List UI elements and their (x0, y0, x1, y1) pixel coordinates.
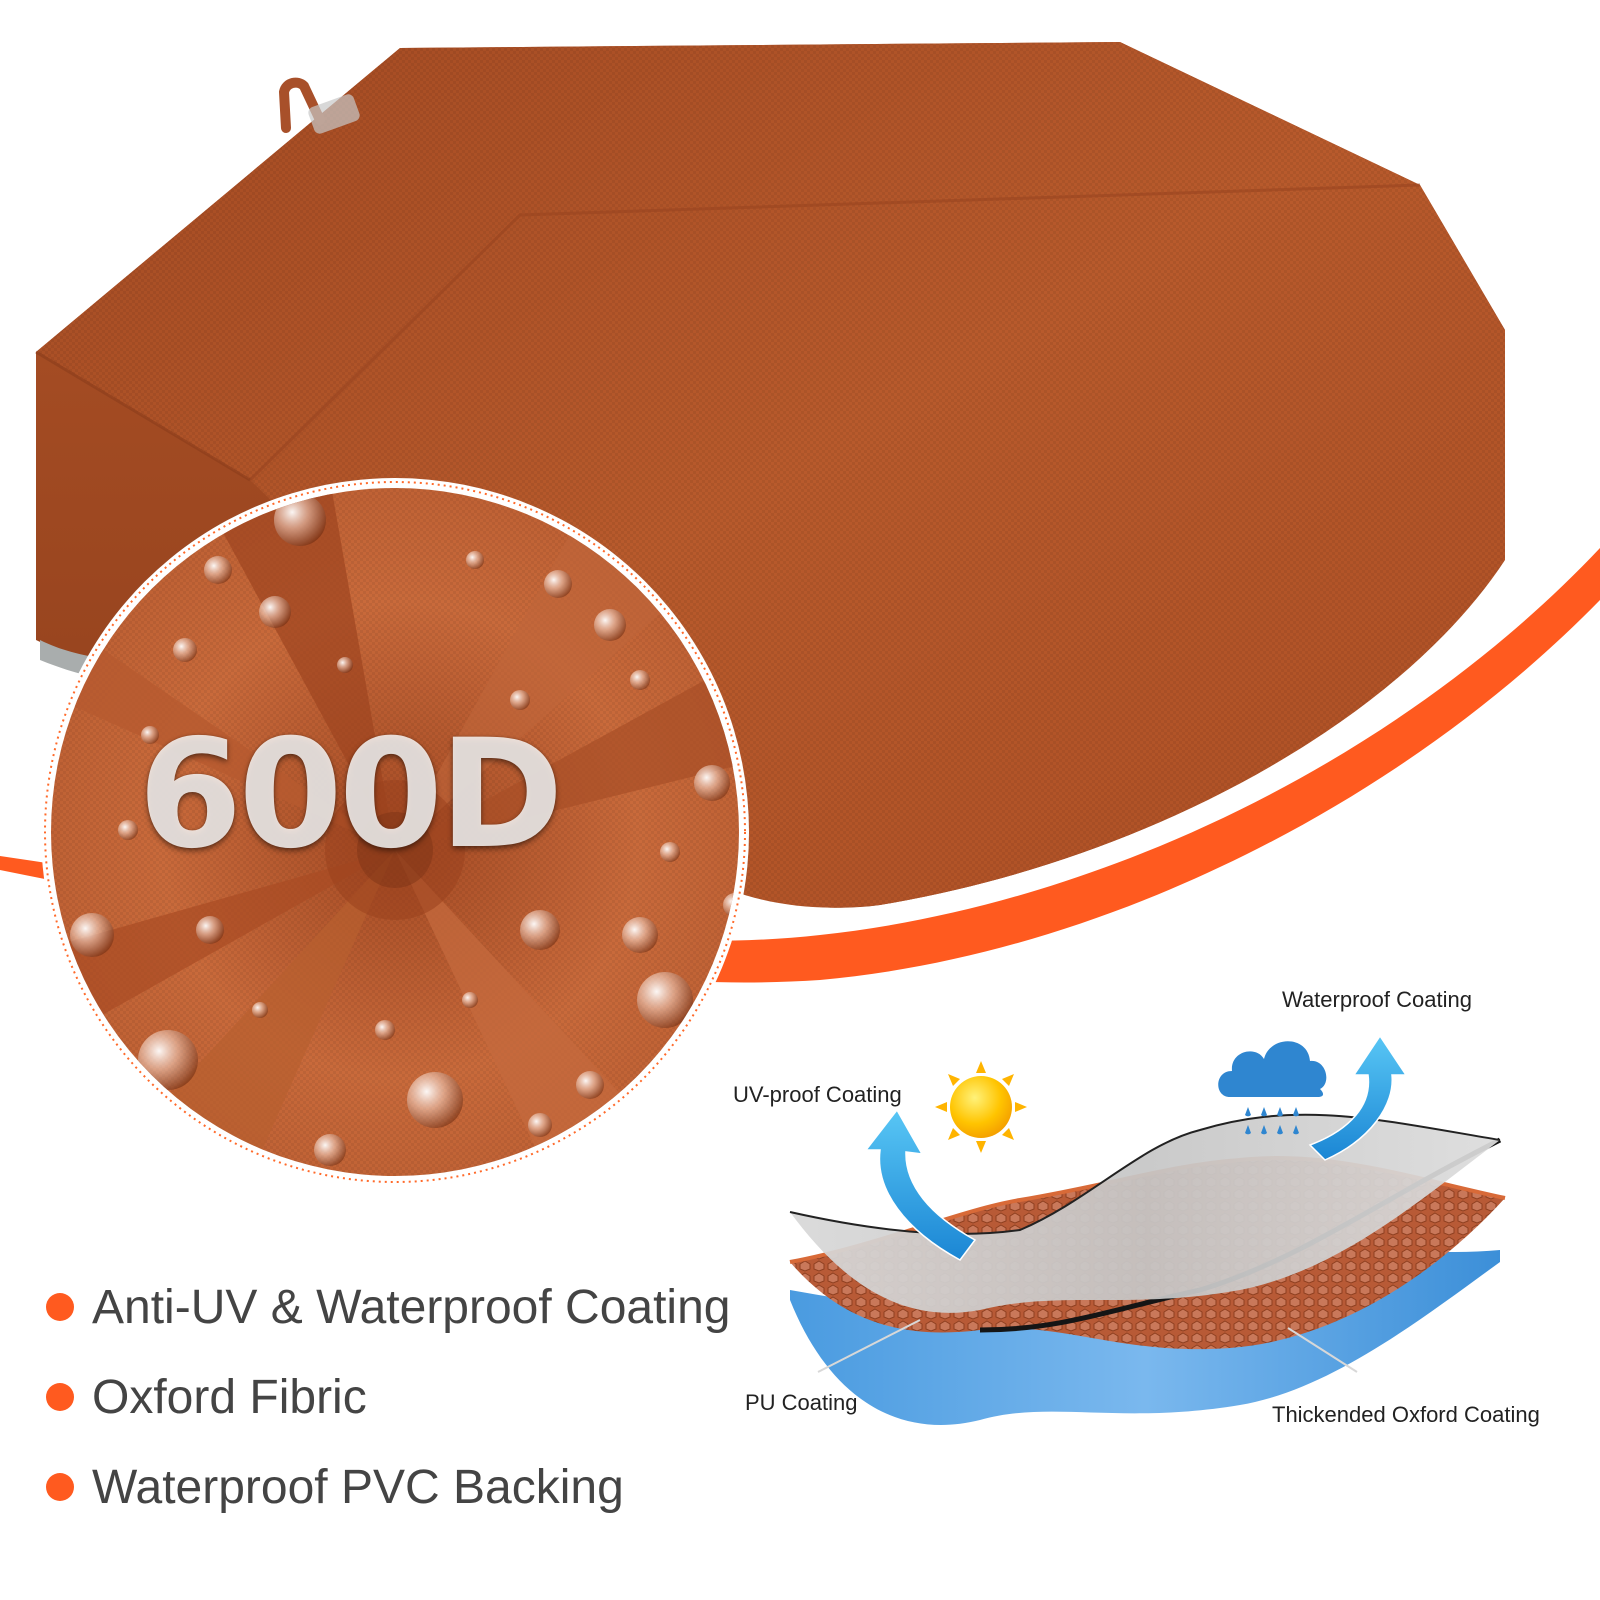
uv-proof-coating-label: UV-proof Coating (733, 1082, 902, 1107)
grill-cover (35, 42, 1505, 908)
sun-icon (935, 1061, 1027, 1153)
feature-item: Waterproof PVC Backing (46, 1442, 730, 1532)
feature-text: Anti-UV & Waterproof Coating (92, 1280, 731, 1334)
feature-item: Anti-UV & Waterproof Coating (46, 1262, 730, 1352)
waterproof-up-arrow-icon (1308, 1034, 1408, 1161)
feature-text: Oxford Fibric (92, 1370, 367, 1424)
waterproof-layer (790, 1114, 1500, 1313)
feature-list: Anti-UV & Waterproof Coating Oxford Fibr… (46, 1262, 730, 1532)
fabric-magnifier (41, 478, 749, 1186)
feature-text: Waterproof PVC Backing (92, 1460, 624, 1514)
orange-swoosh (0, 548, 1600, 983)
bullet-dot-icon (46, 1473, 74, 1501)
rain-cloud-icon (1218, 1041, 1327, 1135)
layer-diagram (789, 1034, 1506, 1425)
waterproof-coating-label: Waterproof Coating (1282, 987, 1472, 1012)
pu-coating-label: PU Coating (745, 1390, 858, 1415)
oxford-coating-label: Thickended Oxford Coating (1272, 1402, 1540, 1427)
water-droplets (70, 494, 739, 1166)
bullet-dot-icon (46, 1293, 74, 1321)
bullet-dot-icon (46, 1383, 74, 1411)
handle-loop (278, 77, 325, 133)
uv-up-arrow-icon (864, 1108, 977, 1261)
denier-badge: 600D (138, 708, 564, 882)
feature-item: Oxford Fibric (46, 1352, 730, 1442)
